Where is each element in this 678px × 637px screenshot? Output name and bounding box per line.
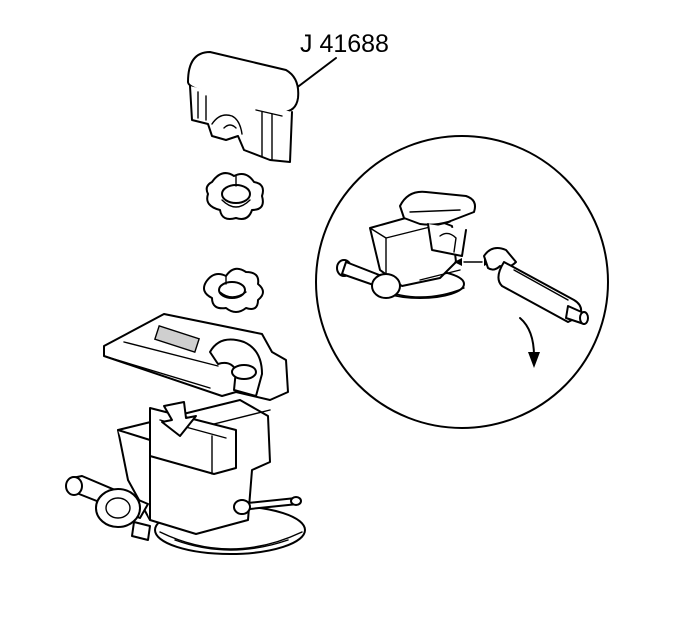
bench-vise-main: [65, 313, 306, 555]
lower-insert-piece: [203, 267, 264, 313]
inset-detail-view: [315, 135, 609, 429]
upper-insert-piece: [205, 172, 264, 220]
tool-part-number-label: J 41688: [300, 30, 389, 58]
tool-adapter: [187, 51, 300, 163]
